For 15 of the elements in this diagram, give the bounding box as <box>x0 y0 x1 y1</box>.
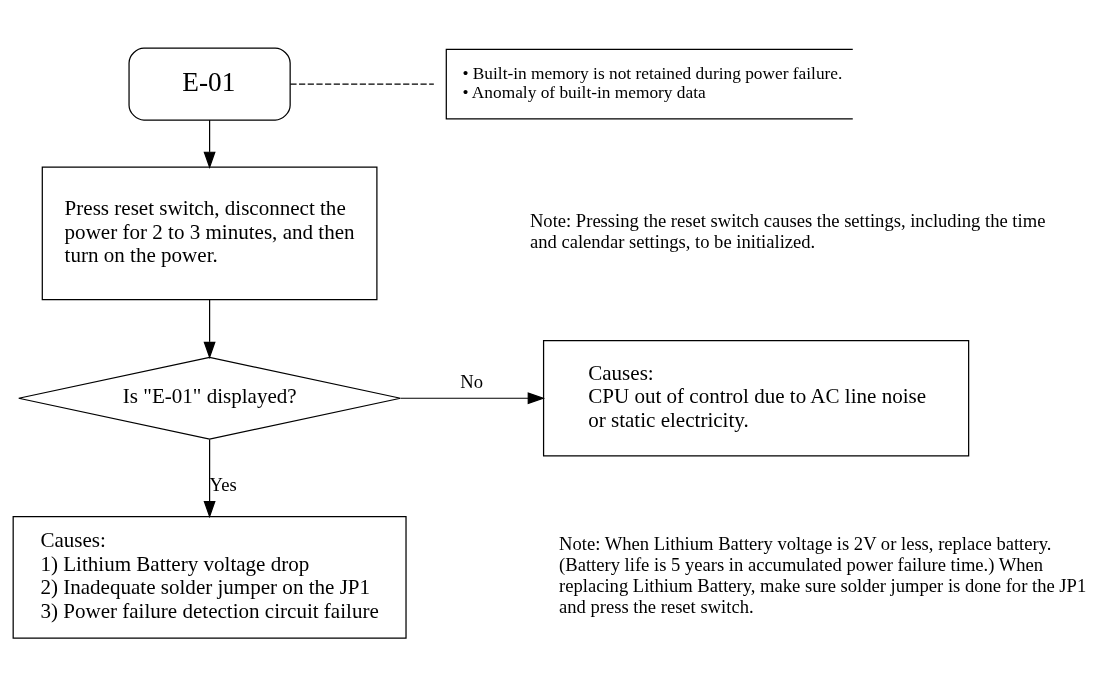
node-box: Press reset switch, disconnect the power for 2 to 3 minutes, and then turn on the power. <box>41 166 378 301</box>
node-box: Causes: 1) Lithium Battery voltage drop 2) Inadequate solder jumper on the JP1 3) Power failure detection circuit failure <box>12 516 407 639</box>
label: Note: Pressing the reset switch causes the settings, including the time and calendar settings, to be initialized. <box>529 210 1046 253</box>
edge-label: No <box>460 371 483 393</box>
node-text: • Built-in memory is not retained during power failure. • Anomaly of built-in memory data <box>462 64 843 102</box>
arrow <box>203 119 216 169</box>
arrow <box>400 392 546 405</box>
label: Note: When Lithium Battery voltage is 2V or less, replace battery. (Battery life is 5 years in accumulated power failure time.) When replacing Lithium Battery, make sure solder jumper is done for the JP1 and press the reset switch. <box>559 533 1087 618</box>
node-diamond: Is "E-01" displayed? <box>18 356 402 440</box>
node-box: E-01 <box>128 47 291 121</box>
arrow <box>203 438 216 519</box>
arrow <box>203 299 216 359</box>
node-box: Causes: CPU out of control due to AC line noise or static electricity. <box>542 340 970 457</box>
connector <box>289 83 435 85</box>
edge-label: Yes <box>209 473 237 495</box>
